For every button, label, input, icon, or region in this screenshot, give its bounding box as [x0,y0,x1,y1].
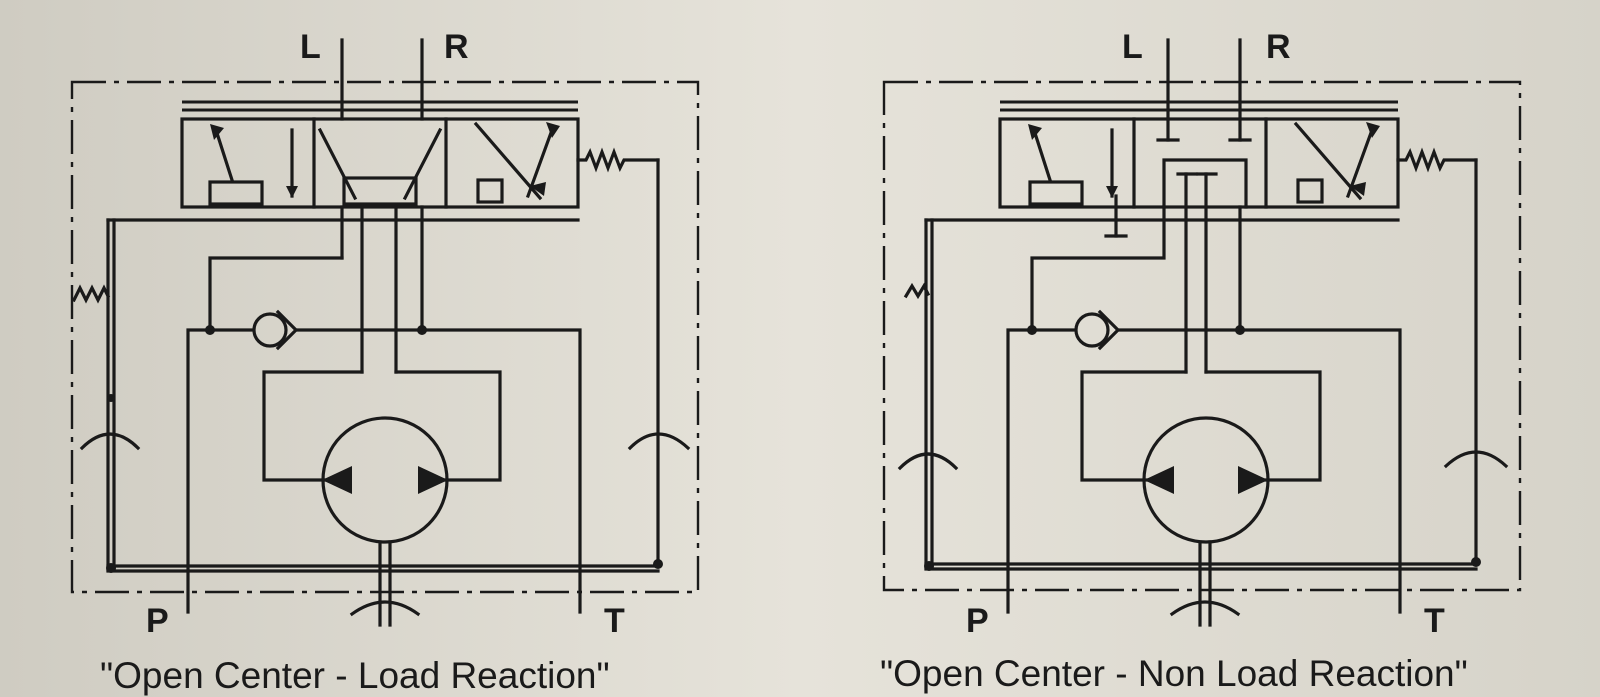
tank-symbol-icon [627,432,691,451]
flow-arrow-line [1031,127,1053,183]
boundary-outline [70,80,700,594]
junction-dot [417,325,427,335]
motor-line [1080,370,1188,482]
motor-line [262,370,364,482]
flow-arrow-line [1345,127,1375,199]
flow-line [208,256,344,332]
valve-port-block [476,178,504,204]
tank-symbol-icon [1443,450,1509,469]
flow-arrow-line [525,127,555,199]
junction-dot [1027,325,1037,335]
motor-line [1204,370,1322,482]
arrow-head [1106,186,1118,198]
pressure-line [1006,328,1076,614]
port-label-r: R [1266,28,1291,66]
check-valve-icon [1074,312,1110,348]
junction-dot [107,394,115,402]
tank-symbol-icon [79,432,141,451]
pressure-line [1116,328,1402,614]
flow-arrow-line [213,127,235,183]
port-label-r: R [444,28,469,66]
spring-icon [903,282,931,300]
pressure-line [294,328,582,614]
center-port-block [342,176,418,206]
junction-dot [1235,325,1245,335]
flow-arrow-line [473,121,543,201]
caption-load-reaction: "Open Center - Load Reaction" [100,655,610,696]
motor-arrow-icon [1238,466,1268,494]
valve-port-block [208,180,264,206]
spring-icon [1396,147,1478,173]
flow-arrow-line [1293,121,1363,201]
spool-valve-body [180,117,580,209]
motor-arrow-icon [418,466,448,494]
drain-symbol-icon [349,600,421,617]
center-bypass-line [1162,158,1248,209]
pressure-line [186,328,254,614]
port-label-l: L [300,28,321,66]
motor-arrow-icon [1144,466,1174,494]
arrow-head [1366,122,1380,138]
spring-icon [576,147,660,173]
boundary-outline [882,80,1522,592]
valve-port-block [1028,180,1084,206]
flow-line [402,127,443,201]
port-label-p: P [966,602,989,640]
spool-valve-body [998,117,1400,209]
port-label-l: L [1122,28,1143,66]
port-label-p: P [146,602,169,640]
drain-symbol-icon [1169,600,1241,617]
junction-dot [106,563,116,573]
valve-port-block [1296,178,1324,204]
arrow-head [286,186,298,198]
tank-symbol-icon [897,452,959,471]
check-valve-icon [252,312,288,348]
port-label-t: T [1424,602,1445,640]
arrow-head [546,122,560,138]
motor-arrow-icon [322,466,352,494]
spring-icon [71,284,111,304]
arrow-head [1350,182,1366,196]
diagram-load-reaction: L R P T "Open Center - Load Reaction" [70,28,700,696]
arrow-head [530,182,546,196]
caption-non-load-reaction: "Open Center - Non Load Reaction" [880,653,1468,694]
motor-line [394,370,502,482]
flow-line [1030,205,1166,332]
port-label-t: T [604,602,625,640]
flow-line [317,127,358,201]
diagram-non-load-reaction: L R P T "Open Center - Non Load Reaction… [880,28,1522,694]
arrow-head [210,124,224,140]
arrow-head [1028,124,1042,140]
junction-dot [205,325,215,335]
junction-dot [924,561,934,571]
